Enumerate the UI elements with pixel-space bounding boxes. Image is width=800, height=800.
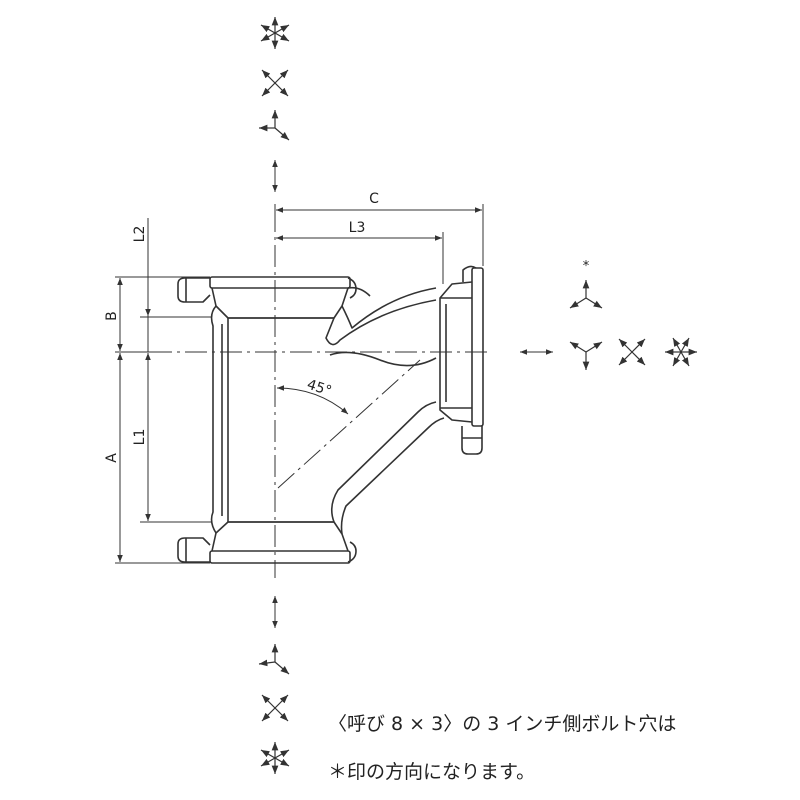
angle-label: 45°	[305, 377, 334, 400]
bolt-pattern-3-icon	[259, 110, 290, 141]
note-line-2: ＊印の方向になります。	[328, 761, 536, 783]
dimension-lines	[115, 160, 553, 628]
bolt-pattern-8-icon	[665, 337, 697, 367]
dim-c-label: C	[369, 191, 379, 207]
bolt-pattern-4-icon	[261, 694, 289, 722]
bolt-pattern-3-asterisk-icon	[569, 280, 603, 309]
fitting-body	[177, 265, 484, 564]
dim-l3-label: L3	[349, 220, 366, 236]
center-lines	[150, 210, 492, 578]
angle-arc	[276, 385, 349, 415]
dim-l2-label: L2	[132, 226, 148, 243]
bolt-pattern-4-icon	[618, 338, 646, 366]
bolt-pattern-8-icon	[260, 742, 290, 774]
dim-b-label: B	[104, 311, 120, 321]
dim-l1-label: L1	[132, 429, 148, 446]
bolt-pattern-8-icon	[260, 17, 290, 49]
asterisk-mark: *	[583, 259, 590, 274]
bolt-pattern-3-icon	[258, 644, 290, 675]
bolt-pattern-4-icon	[261, 69, 289, 97]
bolt-pattern-3-icon	[569, 341, 603, 370]
note-line-1: 〈呼び 8 × 3〉の 3 インチ側ボルト穴は	[328, 713, 677, 735]
dim-a-label: A	[104, 453, 120, 463]
